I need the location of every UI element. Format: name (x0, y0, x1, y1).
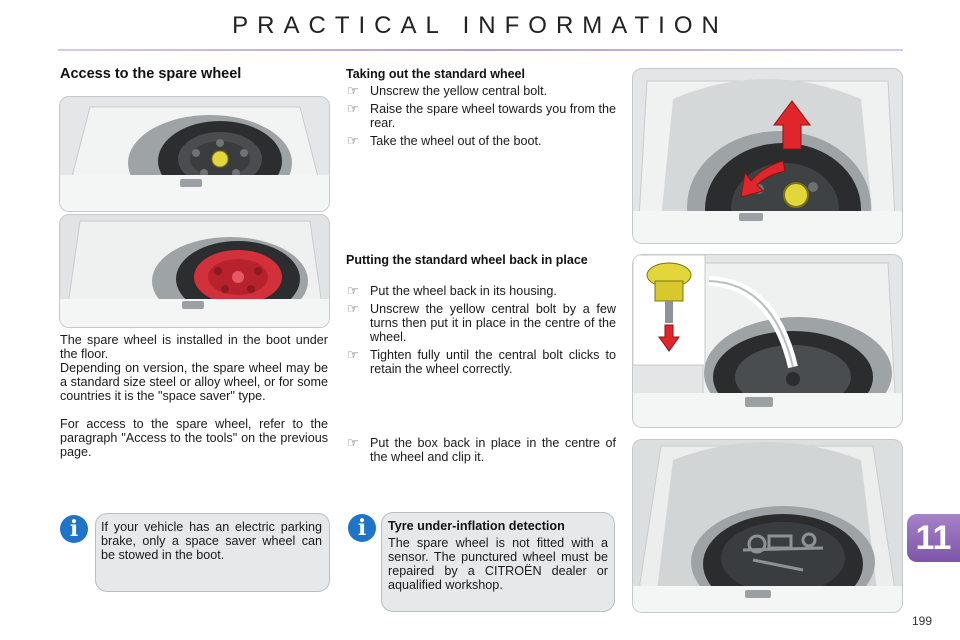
pointing-hand-icon: ☞ (347, 347, 359, 362)
paragraph-access-tools: For access to the spare wheel, refer to … (60, 417, 328, 459)
section-title-access-spare-wheel: Access to the spare wheel (60, 66, 242, 82)
photo-box-in-wheel (632, 439, 903, 613)
info-text-electric-parking-brake: If your vehicle has an electric parking … (101, 520, 322, 562)
list-putting-back-wheel: ☞Put the wheel back in its housing. ☞Uns… (346, 284, 616, 380)
pointing-hand-icon: ☞ (347, 133, 359, 148)
info-icon: i (60, 515, 88, 543)
pointing-hand-icon: ☞ (347, 101, 359, 116)
list-item: ☞Unscrew the yellow central bolt. (347, 83, 548, 99)
list-item: ☞Raise the spare wheel towards you from … (347, 101, 616, 131)
page-number: 199 (912, 614, 933, 628)
info-box-tyre-under-inflation (381, 512, 615, 612)
page-title: PRACTICAL INFORMATION (232, 12, 728, 39)
list-box-back: ☞Put the box back in place in the centre… (346, 436, 616, 468)
pointing-hand-icon: ☞ (347, 283, 359, 298)
photo-put-bolt-in-centre (632, 254, 903, 428)
header-divider (58, 49, 903, 51)
photo-boot-black-wheel (59, 96, 330, 212)
pointing-hand-icon: ☞ (347, 83, 359, 98)
list-item: ☞Put the wheel back in its housing. (347, 283, 557, 299)
info-icon: i (348, 514, 376, 542)
list-item: ☞Tighten fully until the central bolt cl… (347, 347, 616, 377)
section-title-taking-out-wheel: Taking out the standard wheel (346, 67, 525, 81)
pointing-hand-icon: ☞ (347, 301, 359, 316)
section-title-putting-back-wheel: Putting the standard wheel back in place (346, 253, 588, 267)
chapter-tab: 11 (907, 514, 960, 562)
info-title-tyre-under-inflation: Tyre under-inflation detection (388, 519, 565, 533)
list-item: ☞Put the box back in place in the centre… (347, 435, 616, 465)
pointing-hand-icon: ☞ (347, 435, 359, 450)
paragraph-wheel-types: Depending on version, the spare wheel ma… (60, 361, 328, 403)
list-item: ☞Take the wheel out of the boot. (347, 133, 542, 149)
photo-unscrew-bolt (632, 68, 903, 244)
list-item: ☞Unscrew the yellow central bolt by a fe… (347, 301, 616, 345)
info-text-tyre-under-inflation: The spare wheel is not fitted with a sen… (388, 536, 608, 592)
info-box-electric-parking-brake (95, 513, 330, 592)
photo-boot-red-wheel (59, 214, 330, 328)
list-taking-out-wheel: ☞Unscrew the yellow central bolt. ☞Raise… (346, 84, 616, 152)
paragraph-spare-wheel-location: The spare wheel is installed in the boot… (60, 333, 328, 361)
